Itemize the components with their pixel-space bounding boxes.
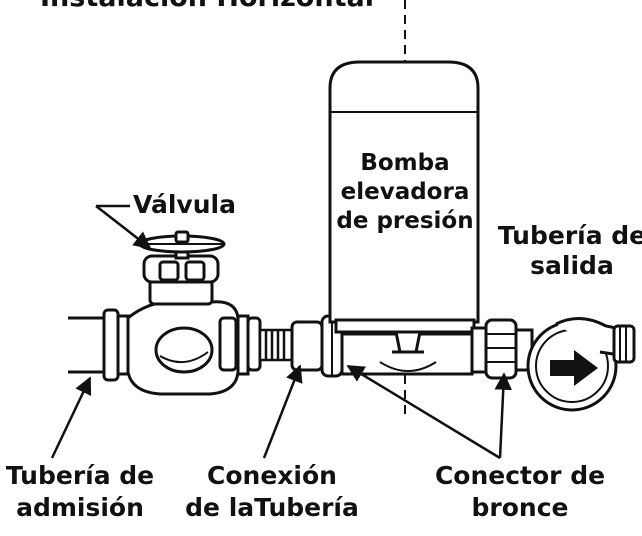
- bronze-connector: [470, 318, 518, 380]
- threaded-nipple: [258, 328, 294, 362]
- bronze-connector-label: Conector de bronce: [435, 461, 605, 522]
- inlet-pipe-label: Tubería de admisión: [6, 461, 154, 522]
- pump-label-line-1: Bomba: [360, 150, 449, 176]
- outlet-pipe-label-line-2: salida: [530, 251, 614, 280]
- valve: [126, 230, 262, 396]
- bronze-connector-label-line-2: bronce: [472, 493, 569, 522]
- bronze-connector-label-line-1: Conector de: [435, 461, 605, 490]
- pipe-connection-label: Conexión de laTubería: [185, 461, 359, 522]
- pipe-connection-label-line-2: de laTubería: [185, 493, 359, 522]
- outlet-pipe-label: Tubería de salida: [498, 221, 642, 280]
- valve-label: Válvula: [133, 190, 236, 219]
- flow-direction-arrow-icon: [550, 350, 598, 386]
- outlet-pipe-label-line-1: Tubería de: [498, 221, 642, 250]
- leader-lines: [50, 204, 512, 460]
- inlet-pipe-label-line-1: Tubería de: [6, 461, 154, 490]
- diagram-title: Instalación Horizontal: [40, 0, 374, 13]
- pump-label-line-3: de presión: [336, 208, 473, 234]
- pump-label: Bomba elevadora de presión: [336, 150, 473, 234]
- pipe-connection-label-line-1: Conexión: [207, 461, 337, 490]
- inlet-pipe: [68, 308, 130, 382]
- pump: [328, 60, 480, 376]
- pump-label-line-2: elevadora: [341, 179, 470, 205]
- inlet-pipe-label-line-2: admisión: [16, 493, 144, 522]
